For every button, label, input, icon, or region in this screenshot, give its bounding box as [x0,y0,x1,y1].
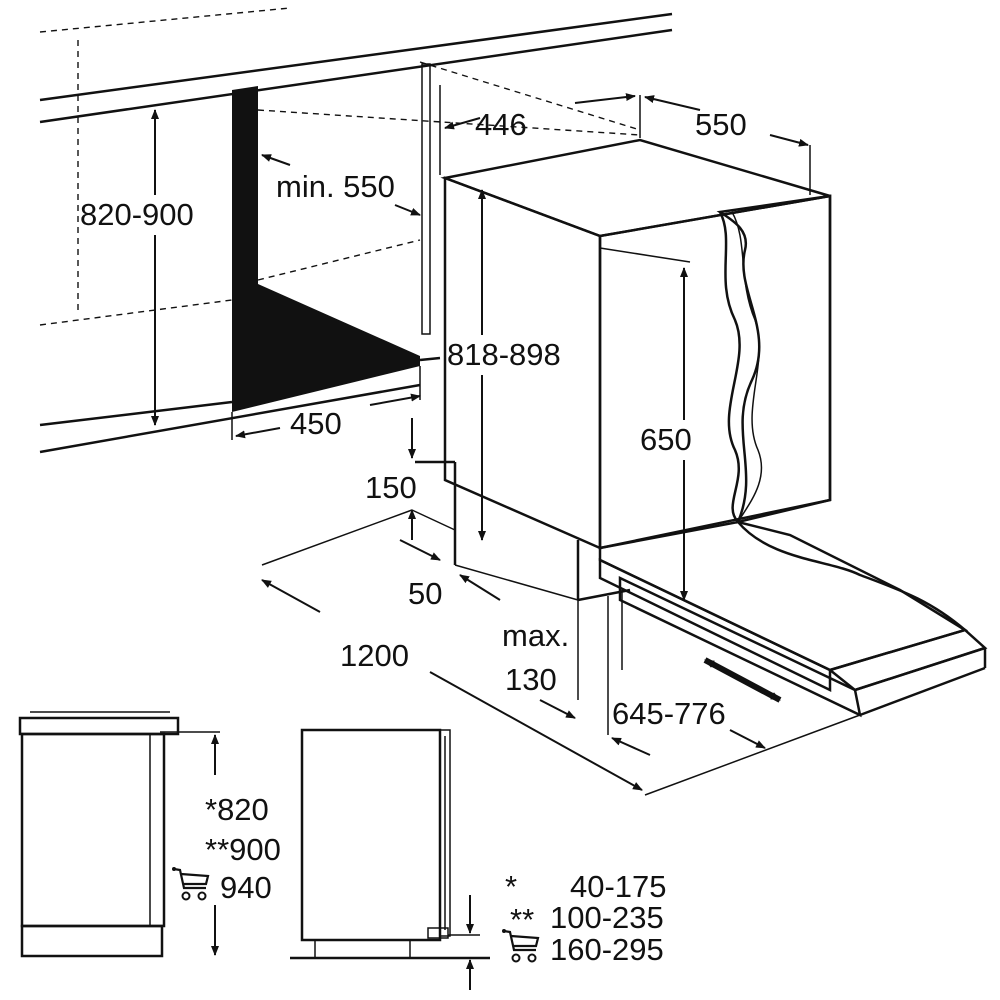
height-900-label: **900 [205,832,281,867]
door-height-label: 650 [640,422,692,457]
cart-icon [172,867,208,900]
max-label: max. [502,618,569,653]
side-view-appliance [290,728,490,990]
plinth-height-label: 150 [365,470,417,505]
niche-width-label: 446 [475,107,527,142]
legend-marker-1: * [505,869,517,904]
dimension-lines [151,85,861,796]
cutout-label: 450 [290,406,342,441]
legend-value-3: 160-295 [550,932,664,967]
side-panel-shape [232,86,420,412]
appliance-height-label: 818-898 [447,337,561,372]
niche-height-label: 820-900 [80,197,194,232]
min-depth-label: min. 550 [276,169,395,204]
door-swing-label: 1200 [340,638,409,673]
legend-value-2: 100-235 [550,900,664,935]
height-820-label: *820 [205,792,269,827]
legend-marker-2: ** [510,902,534,937]
door-offset-label: 645-776 [612,696,726,731]
plinth-depth-label: 50 [408,576,442,611]
side-view-cabinet [18,711,220,958]
max-value-label: 130 [505,662,557,697]
niche-outline [39,7,673,454]
niche-depth-label: 550 [695,107,747,142]
open-door [598,520,988,718]
height-940-label: 940 [220,870,272,905]
legend-value-1: 40-175 [570,869,667,904]
dishwasher-body [415,138,832,735]
